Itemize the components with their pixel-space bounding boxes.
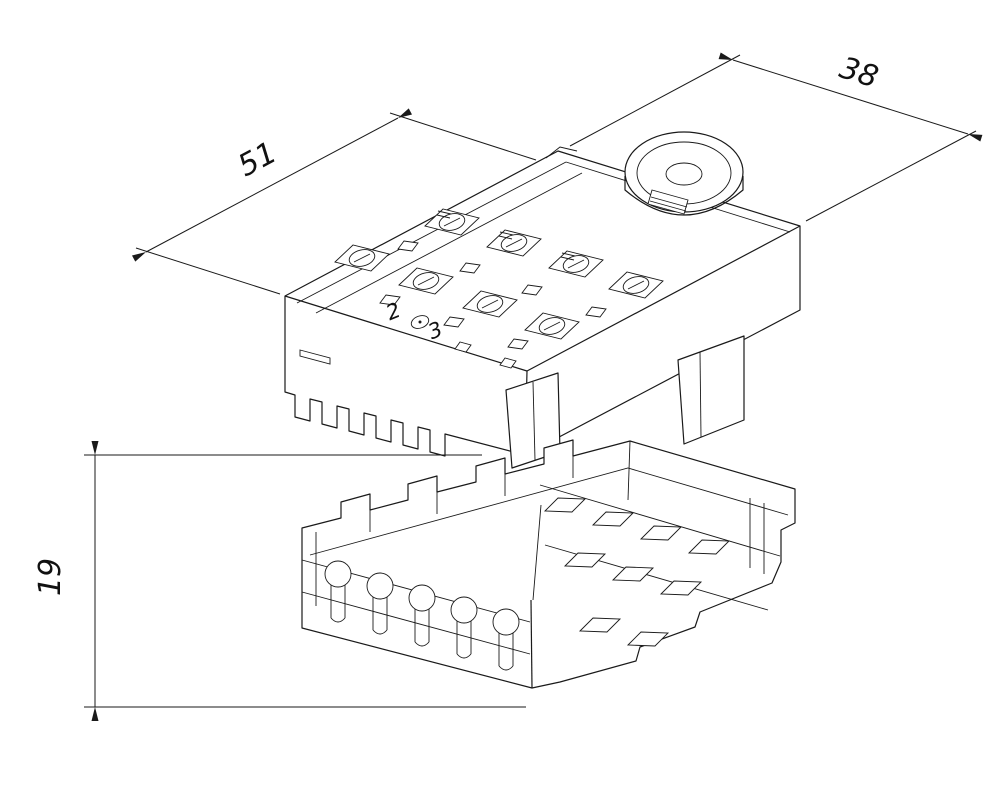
lower-base (301, 439, 796, 689)
wire-channels (324, 560, 520, 671)
dimension-depth-label: 38 (835, 51, 882, 96)
clamp-test-hole (410, 315, 430, 329)
upper-housing-outline (284, 150, 801, 457)
dimension-height: 19 (33, 441, 526, 721)
dimension-length-label: 51 (232, 135, 282, 184)
wire-entry-slots (379, 240, 607, 350)
dimension-height-label: 19 (33, 558, 68, 596)
rotary-drum (624, 131, 744, 216)
mounting-tab (677, 335, 745, 445)
terminal-hatch-marks (436, 210, 576, 369)
terminal-cavities (539, 484, 781, 647)
lower-base-outline (301, 439, 796, 689)
upper-housing: 2 3 (284, 131, 801, 469)
